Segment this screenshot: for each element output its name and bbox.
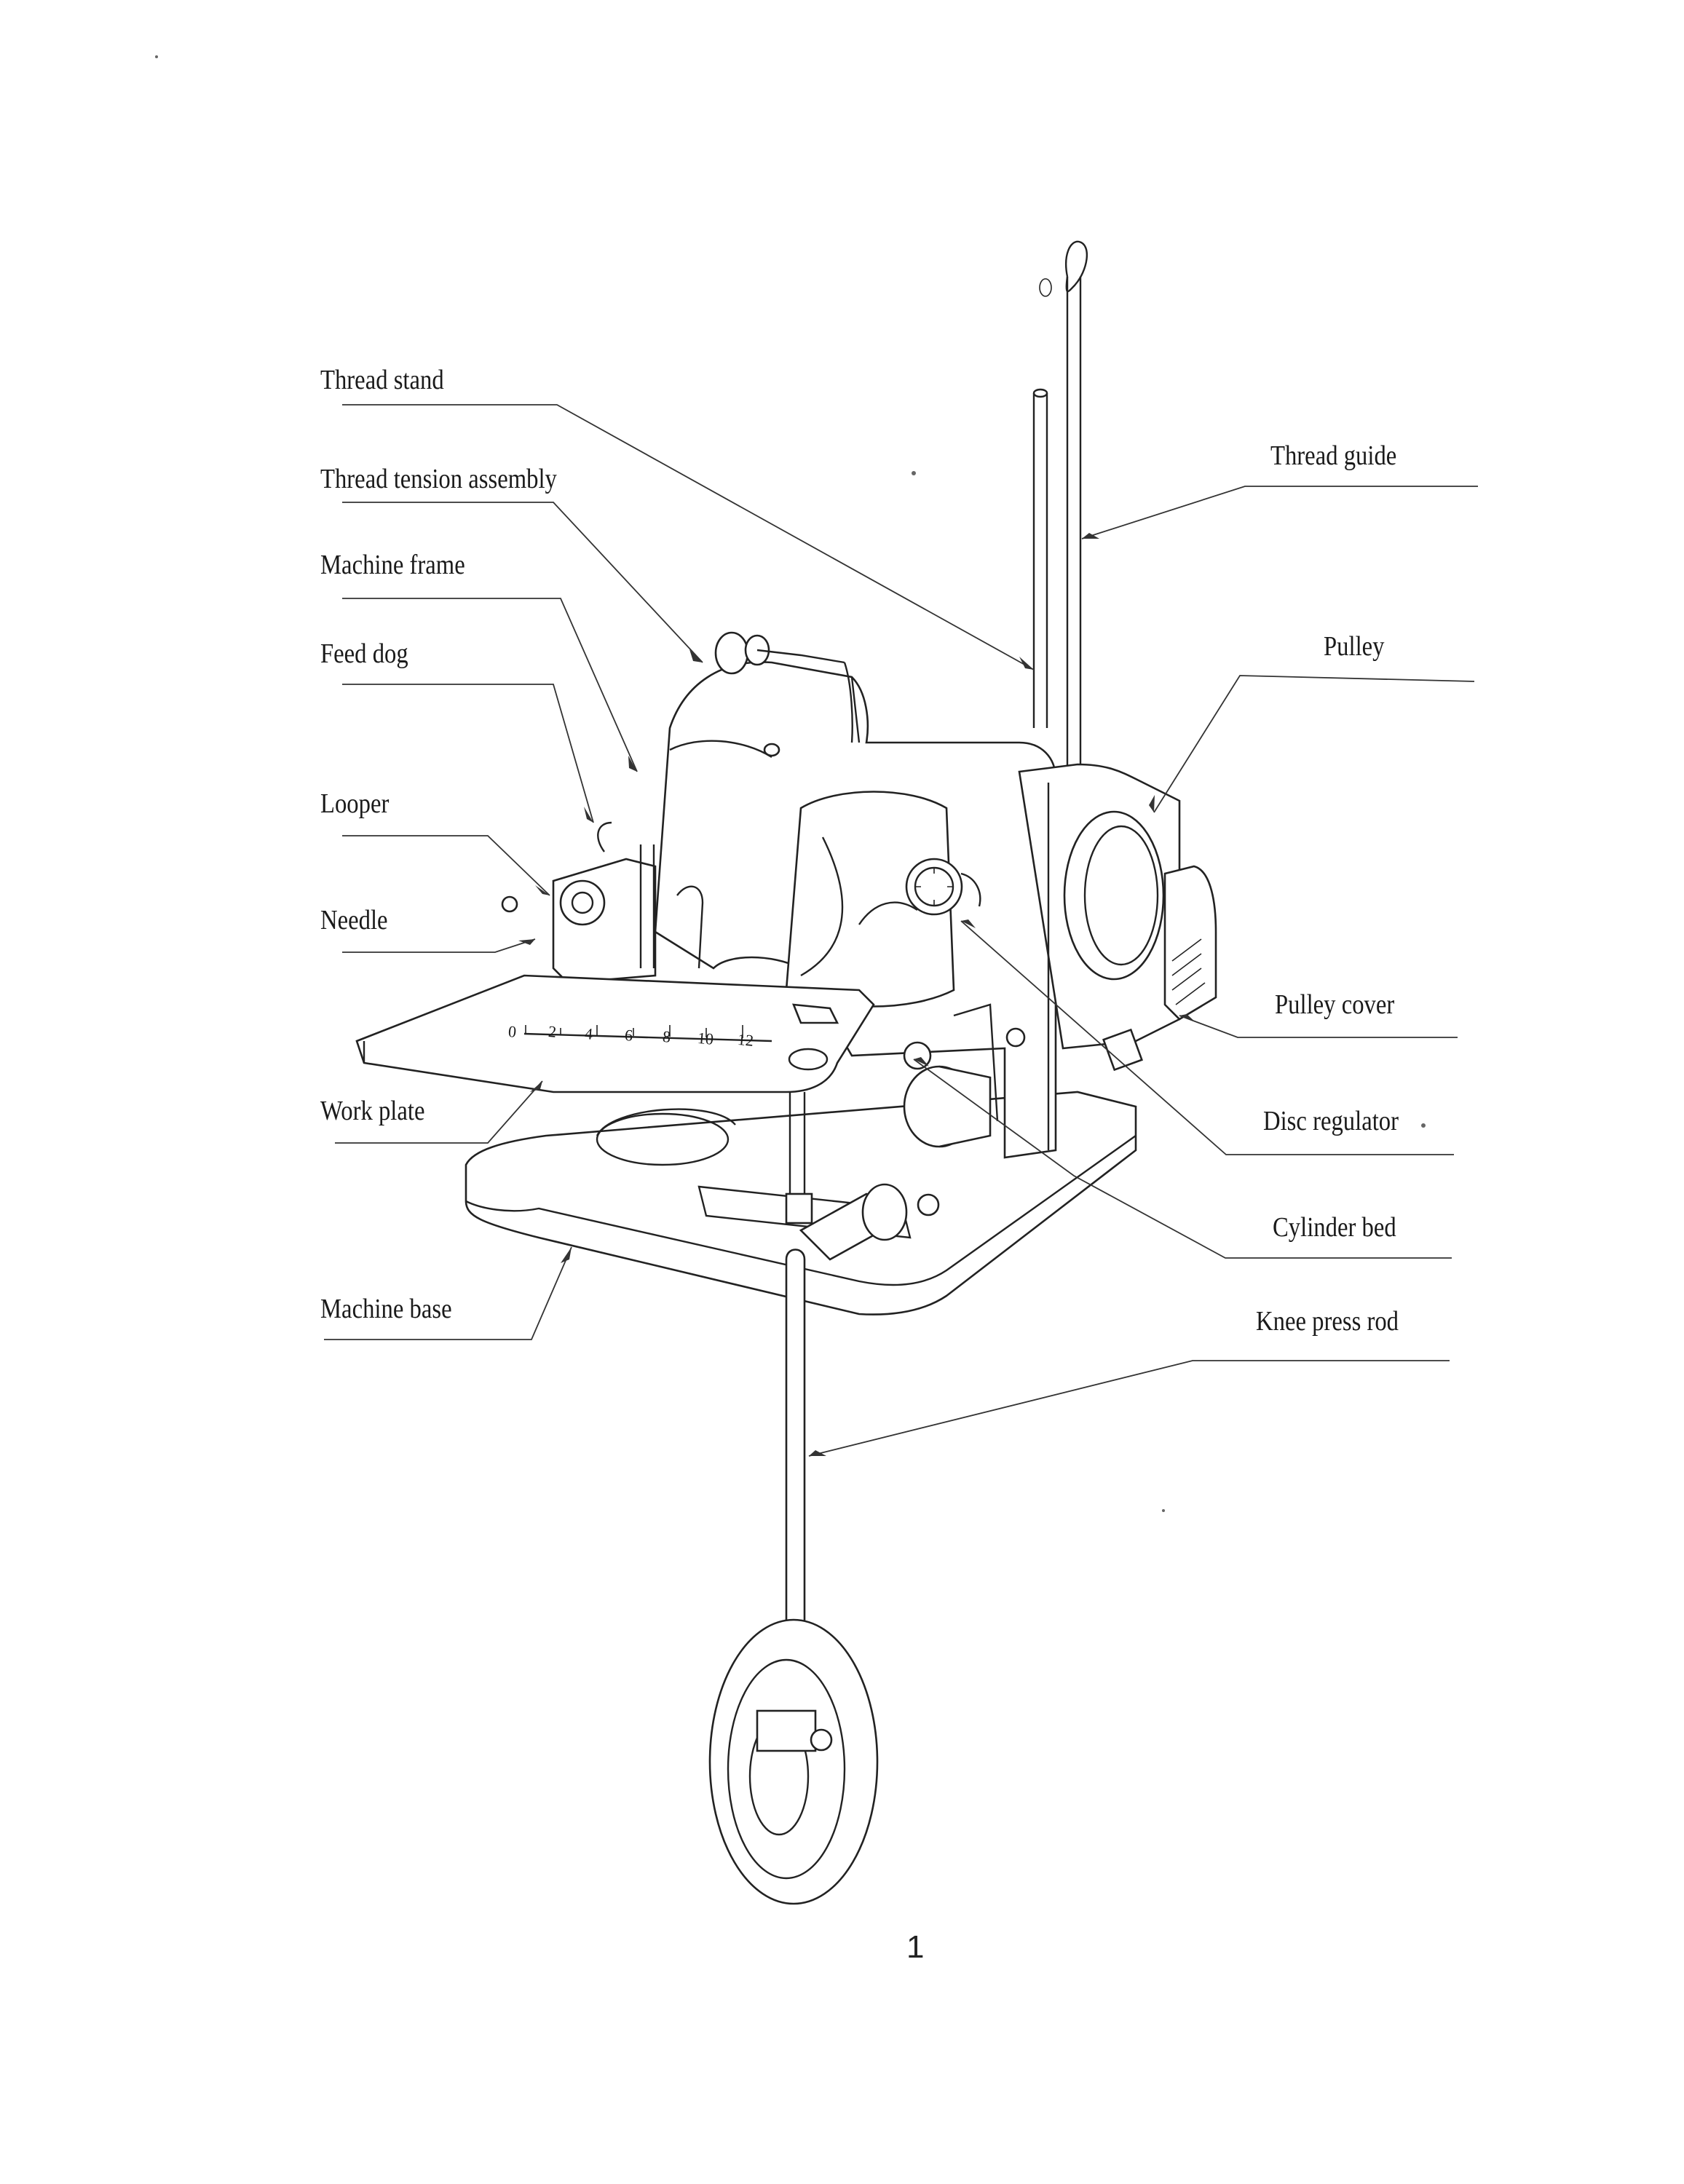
page-number: 1 — [906, 1929, 925, 1965]
work-plate — [355, 974, 875, 1093]
label-work-plate: Work plate — [320, 1096, 425, 1126]
label-thread-stand: Thread stand — [320, 365, 444, 395]
label-machine-frame: Machine frame — [320, 550, 465, 580]
label-looper: Looper — [320, 788, 390, 819]
scale-mark: 12 — [737, 1029, 755, 1050]
knee-press-rod — [708, 1092, 940, 1905]
label-thread-guide: Thread guide — [1270, 440, 1397, 471]
label-pulley-cover: Pulley cover — [1275, 989, 1395, 1020]
label-knee-press-rod: Knee press rod — [1256, 1306, 1399, 1337]
cylinder-bed — [903, 1003, 1026, 1148]
label-pulley: Pulley — [1324, 631, 1385, 662]
leader-arrowheads — [518, 533, 1195, 1456]
thread-guide-rod — [1032, 240, 1088, 779]
label-cylinder-bed: Cylinder bed — [1273, 1212, 1396, 1243]
disc-regulator — [905, 858, 981, 916]
label-needle: Needle — [320, 905, 388, 935]
scale-mark: 10 — [697, 1028, 715, 1048]
scan-specks — [155, 55, 1426, 1512]
pulley-cover — [1102, 865, 1217, 1072]
label-machine-base: Machine base — [320, 1294, 452, 1324]
label-thread-tension-assembly: Thread tension assembly — [320, 464, 557, 494]
thread-tension-assembly — [714, 631, 853, 743]
sewing-head — [501, 821, 704, 984]
label-feed-dog: Feed dog — [320, 638, 408, 669]
pulley — [1018, 763, 1181, 1150]
label-disc-regulator: Disc regulator — [1263, 1106, 1399, 1136]
leader-lines-right — [808, 486, 1478, 1457]
leader-lines-left — [324, 404, 1035, 1340]
